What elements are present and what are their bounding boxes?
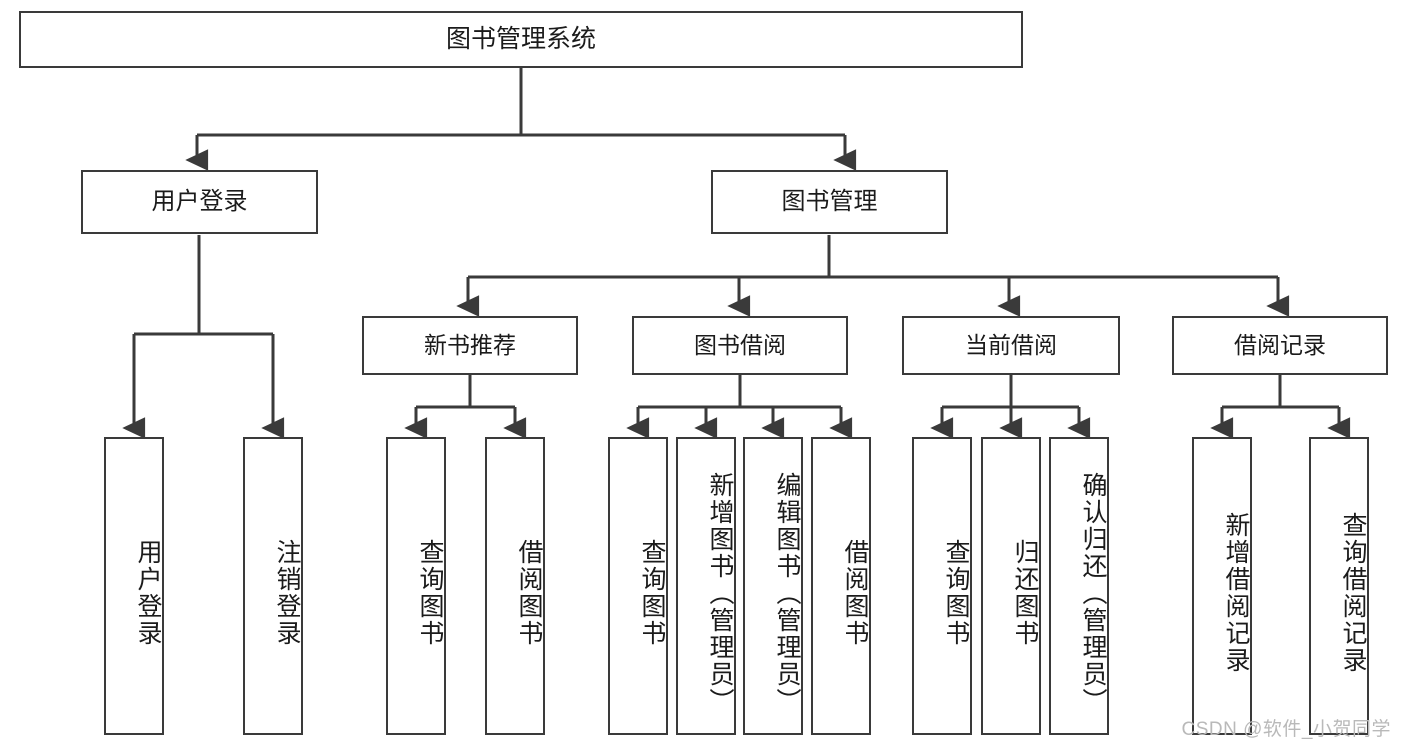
node-label: 查询借阅记录: [1339, 512, 1367, 674]
node-book-management[interactable]: 图书管理: [711, 170, 948, 234]
node-label: 图书管理: [781, 187, 878, 215]
node-label: 查询图书: [942, 539, 970, 647]
leaf-query-book-recommend[interactable]: 查询图书: [386, 437, 446, 735]
node-borrow-record[interactable]: 借阅记录: [1172, 316, 1388, 375]
leaf-return-book[interactable]: 归还图书: [981, 437, 1041, 735]
node-label: 查询图书: [416, 539, 444, 647]
leaf-confirm-return-admin[interactable]: 确认归还（管理员）: [1049, 437, 1109, 735]
node-label: 新增借阅记录: [1222, 512, 1250, 674]
node-label: 归还图书: [1011, 539, 1039, 647]
node-label: 编辑图书（管理员）: [773, 471, 801, 715]
node-book-management-system[interactable]: 图书管理系统: [19, 11, 1023, 68]
leaf-query-book-borrow[interactable]: 查询图书: [608, 437, 668, 735]
leaf-borrow-book[interactable]: 借阅图书: [811, 437, 871, 735]
leaf-query-borrow-record[interactable]: 查询借阅记录: [1309, 437, 1369, 735]
leaf-borrow-book-recommend[interactable]: 借阅图书: [485, 437, 545, 735]
node-label: 注销登录: [273, 539, 301, 647]
node-new-book-recommend[interactable]: 新书推荐: [362, 316, 578, 375]
leaf-query-book-current[interactable]: 查询图书: [912, 437, 972, 735]
node-label: 用户登录: [134, 539, 162, 647]
leaf-add-book-admin[interactable]: 新增图书（管理员）: [676, 437, 736, 735]
node-label: 借阅图书: [841, 539, 869, 647]
node-label: 图书借阅: [694, 331, 786, 358]
node-current-borrow[interactable]: 当前借阅: [902, 316, 1120, 375]
node-label: 新增图书（管理员）: [706, 471, 734, 715]
leaf-add-borrow-record[interactable]: 新增借阅记录: [1192, 437, 1252, 735]
node-label: 当前借阅: [965, 331, 1057, 358]
leaf-edit-book-admin[interactable]: 编辑图书（管理员）: [743, 437, 803, 735]
node-label: 查询图书: [638, 539, 666, 647]
node-label: 用户登录: [151, 187, 248, 215]
node-label: 借阅图书: [515, 539, 543, 647]
node-label: 确认归还（管理员）: [1079, 471, 1107, 715]
node-label: 新书推荐: [424, 331, 516, 358]
leaf-user-login[interactable]: 用户登录: [104, 437, 164, 735]
node-label: 借阅记录: [1234, 331, 1326, 358]
node-user-login[interactable]: 用户登录: [81, 170, 318, 234]
leaf-logout[interactable]: 注销登录: [243, 437, 303, 735]
watermark-text: CSDN @软件_小贺同学: [1181, 719, 1391, 740]
node-book-borrow[interactable]: 图书借阅: [632, 316, 848, 375]
node-label: 图书管理系统: [445, 24, 596, 53]
